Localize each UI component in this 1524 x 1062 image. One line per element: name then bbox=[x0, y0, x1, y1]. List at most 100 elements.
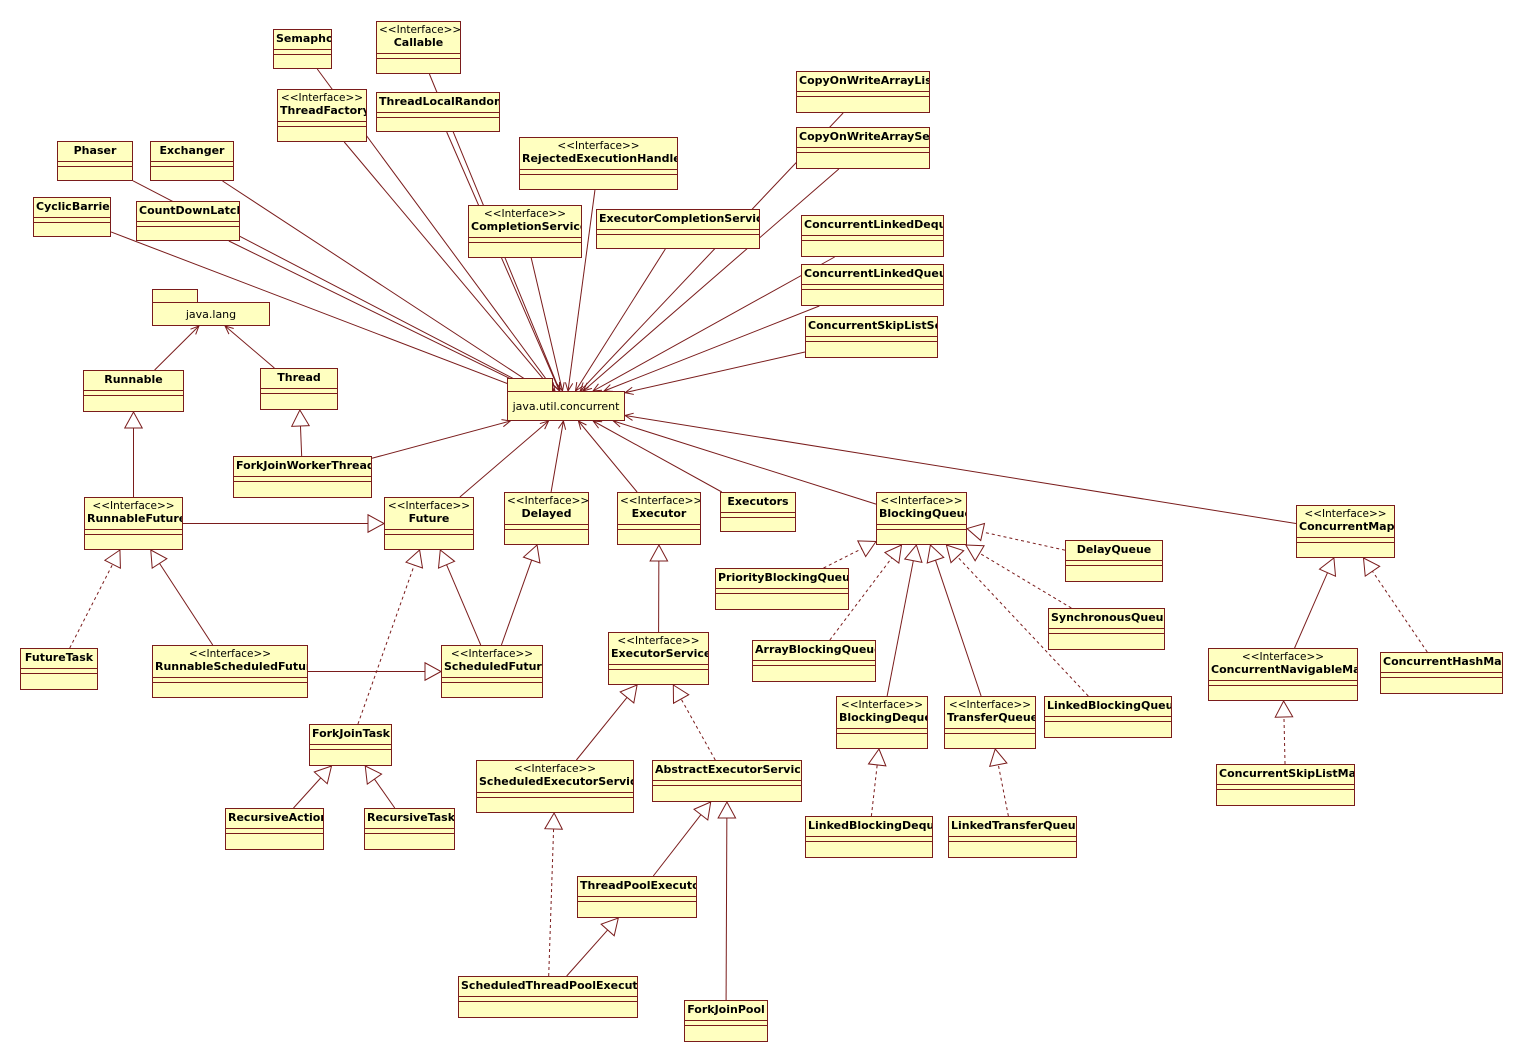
class-box-threadlocalrandom[interactable]: ThreadLocalRandom bbox=[376, 92, 500, 132]
relation-extends-tpe-to-aes bbox=[652, 801, 712, 877]
class-box-exchanger[interactable]: Exchanger bbox=[150, 141, 234, 181]
class-box-blockingqueue[interactable]: <<Interface>>BlockingQueue bbox=[876, 492, 967, 545]
class-box-synchronousqueue[interactable]: SynchronousQueue bbox=[1048, 608, 1165, 650]
class-box-stpe[interactable]: ScheduledThreadPoolExecutor bbox=[458, 976, 638, 1018]
class-header: ConcurrentLinkedDeque bbox=[802, 216, 943, 236]
class-header: Executors bbox=[721, 493, 795, 513]
class-box-semaphore[interactable]: Semaphore bbox=[273, 29, 332, 69]
class-name: RunnableFuture bbox=[87, 512, 183, 525]
attributes-compartment bbox=[716, 589, 848, 594]
relation-implements-lbq-to-blockingqueue bbox=[945, 544, 1089, 697]
class-name: ExecutorService bbox=[611, 647, 709, 660]
class-box-executors[interactable]: Executors bbox=[720, 492, 796, 532]
operations-compartment bbox=[1381, 678, 1502, 682]
interface-stereotype: <<Interface>> bbox=[617, 635, 700, 647]
class-box-recursiveaction[interactable]: RecursiveAction bbox=[225, 808, 324, 850]
class-box-pbq[interactable]: PriorityBlockingQueue bbox=[715, 568, 849, 610]
class-box-executor[interactable]: <<Interface>>Executor bbox=[617, 492, 701, 545]
class-box-chm[interactable]: ConcurrentHashMap bbox=[1380, 652, 1503, 694]
class-header: <<Interface>>Executor bbox=[618, 493, 700, 525]
operations-compartment bbox=[949, 842, 1076, 846]
class-header: ForkJoinPool bbox=[685, 1001, 767, 1021]
class-box-countdownlatch[interactable]: CountDownLatch bbox=[136, 201, 240, 241]
class-header: LinkedTransferQueue bbox=[949, 817, 1076, 837]
operations-compartment bbox=[837, 734, 927, 738]
class-box-cowal[interactable]: CopyOnWriteArrayList bbox=[796, 71, 930, 113]
relation-extends-ses-to-executorservice bbox=[576, 684, 638, 761]
class-box-transferqueue[interactable]: <<Interface>>TransferQueue bbox=[944, 696, 1036, 749]
class-name: ThreadFactory bbox=[280, 104, 367, 117]
attributes-compartment bbox=[377, 54, 460, 59]
class-box-csls[interactable]: ConcurrentSkipListSet bbox=[805, 316, 938, 358]
class-box-cowas[interactable]: CopyOnWriteArraySet bbox=[796, 127, 930, 169]
class-name: Executors bbox=[727, 495, 789, 508]
class-box-cnm[interactable]: <<Interface>>ConcurrentNavigableMap bbox=[1208, 648, 1358, 701]
operations-compartment bbox=[1045, 722, 1171, 726]
class-box-cyclicbarrier[interactable]: CyclicBarrier bbox=[33, 197, 111, 237]
class-name: ArrayBlockingQueue bbox=[755, 643, 876, 656]
class-box-rsf[interactable]: <<Interface>>RunnableScheduledFuture bbox=[152, 645, 308, 698]
attributes-compartment bbox=[261, 389, 337, 394]
class-box-lbd[interactable]: LinkedBlockingDeque bbox=[805, 816, 933, 858]
operations-compartment bbox=[226, 834, 323, 838]
class-box-callable[interactable]: <<Interface>>Callable bbox=[376, 21, 461, 74]
class-box-thread[interactable]: Thread bbox=[260, 368, 338, 410]
interface-stereotype: <<Interface>> bbox=[840, 699, 924, 711]
package-juc: java.util.concurrent bbox=[507, 391, 625, 421]
attributes-compartment bbox=[153, 678, 307, 683]
class-box-lbq[interactable]: LinkedBlockingQueue bbox=[1044, 696, 1172, 738]
class-header: LinkedBlockingQueue bbox=[1045, 697, 1171, 717]
class-box-abq[interactable]: ArrayBlockingQueue bbox=[752, 640, 876, 682]
class-box-clq[interactable]: ConcurrentLinkedQueue bbox=[801, 264, 944, 306]
class-box-forkjoinpool[interactable]: ForkJoinPool bbox=[684, 1000, 768, 1042]
attributes-compartment bbox=[949, 837, 1076, 842]
class-box-delayqueue[interactable]: DelayQueue bbox=[1065, 540, 1163, 582]
class-box-executorservice[interactable]: <<Interface>>ExecutorService bbox=[608, 632, 709, 685]
class-name: ScheduledThreadPoolExecutor bbox=[461, 979, 638, 992]
class-box-future[interactable]: <<Interface>>Future bbox=[384, 497, 474, 550]
relation-dependency-fjwt-to-juc bbox=[371, 419, 512, 459]
class-box-cslm[interactable]: ConcurrentSkipListMap bbox=[1216, 764, 1355, 806]
interface-stereotype: <<Interface>> bbox=[880, 495, 963, 507]
attributes-compartment bbox=[797, 92, 929, 97]
class-box-scheduledfuture[interactable]: <<Interface>>ScheduledFuture bbox=[441, 645, 543, 698]
class-box-futuretask[interactable]: FutureTask bbox=[20, 648, 98, 690]
class-name: CyclicBarrier bbox=[36, 200, 111, 213]
class-header: <<Interface>>TransferQueue bbox=[945, 697, 1035, 729]
class-box-recursivetask[interactable]: RecursiveTask bbox=[364, 808, 455, 850]
class-box-delayed[interactable]: <<Interface>>Delayed bbox=[504, 492, 589, 545]
class-box-cld[interactable]: ConcurrentLinkedDeque bbox=[801, 215, 944, 257]
class-name: CopyOnWriteArraySet bbox=[799, 130, 930, 143]
class-box-aes[interactable]: AbstractExecutorService bbox=[652, 760, 802, 802]
operations-compartment bbox=[802, 241, 943, 245]
class-box-runnablefuture[interactable]: <<Interface>>RunnableFuture bbox=[84, 497, 183, 550]
class-name: ConcurrentLinkedDeque bbox=[804, 218, 944, 231]
class-box-runnable[interactable]: Runnable bbox=[83, 370, 184, 412]
class-box-forkjointask[interactable]: ForkJoinTask bbox=[309, 724, 392, 766]
class-box-rejected[interactable]: <<Interface>>RejectedExecutionHandler bbox=[519, 137, 678, 190]
attributes-compartment bbox=[802, 285, 943, 290]
class-name: LinkedBlockingQueue bbox=[1047, 699, 1172, 712]
class-box-ltq[interactable]: LinkedTransferQueue bbox=[948, 816, 1077, 858]
attributes-compartment bbox=[806, 337, 937, 342]
class-box-blockingdeque[interactable]: <<Interface>>BlockingDeque bbox=[836, 696, 928, 749]
class-header: DelayQueue bbox=[1066, 541, 1162, 561]
class-box-phaser[interactable]: Phaser bbox=[57, 141, 133, 181]
class-box-fjwt[interactable]: ForkJoinWorkerThread bbox=[233, 456, 372, 498]
class-name: ConcurrentLinkedQueue bbox=[804, 267, 944, 280]
class-header: <<Interface>>BlockingDeque bbox=[837, 697, 927, 729]
class-box-completionservice[interactable]: <<Interface>>CompletionService bbox=[468, 205, 582, 258]
class-box-tpe[interactable]: ThreadPoolExecutor bbox=[577, 876, 697, 918]
interface-stereotype: <<Interface>> bbox=[379, 24, 461, 36]
class-box-ses[interactable]: <<Interface>>ScheduledExecutorService bbox=[476, 760, 634, 813]
attributes-compartment bbox=[137, 222, 239, 227]
relation-extends-executorservice-to-executor bbox=[649, 543, 669, 633]
attributes-compartment bbox=[837, 729, 927, 734]
class-header: CopyOnWriteArrayList bbox=[797, 72, 929, 92]
class-box-threadfactory[interactable]: <<Interface>>ThreadFactory bbox=[277, 89, 367, 142]
package-juc-tab bbox=[507, 378, 553, 392]
relation-implements-lbd-to-blockingdeque bbox=[867, 747, 887, 817]
class-box-concurrentmap[interactable]: <<Interface>>ConcurrentMap bbox=[1296, 505, 1395, 558]
class-box-ecs[interactable]: ExecutorCompletionService bbox=[596, 209, 760, 249]
